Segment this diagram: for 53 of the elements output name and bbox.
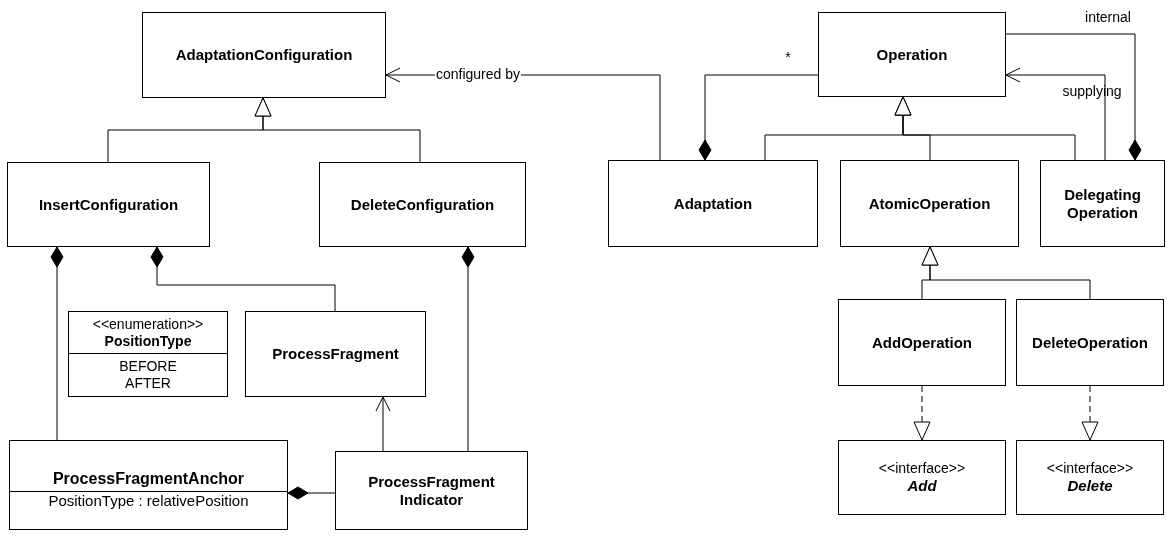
class-name: AddOperation — [871, 333, 973, 352]
composition-line — [50, 246, 64, 441]
attribute: PositionType : relativePosition — [47, 492, 250, 510]
generalization-arrow — [254, 97, 421, 163]
class-name: DeleteOperation — [1031, 333, 1149, 352]
class-name: InsertConfiguration — [37, 195, 180, 214]
stereotype: <<interface>> — [1045, 460, 1135, 477]
interface-name: Delete — [1066, 476, 1114, 495]
multiplicity-label: * — [784, 50, 792, 66]
class-name: PositionType — [103, 332, 193, 350]
composition-line — [150, 246, 336, 312]
class-box — [838, 299, 1006, 386]
edge-label: configured by — [434, 67, 522, 83]
class-name: AdaptationConfiguration — [174, 46, 354, 64]
enumeration-box — [68, 311, 228, 397]
interface-name: Add — [906, 476, 938, 495]
composition-line — [1005, 33, 1142, 161]
composition-line — [287, 486, 336, 500]
composition-line — [698, 74, 819, 161]
class-box — [7, 162, 210, 247]
enum-literal: AFTER — [124, 375, 172, 392]
stereotype: <<enumeration>> — [91, 315, 205, 333]
enum-literal: BEFORE — [118, 358, 178, 375]
interface-box — [838, 440, 1006, 515]
class-box — [142, 12, 386, 98]
edge-label: internal — [1084, 10, 1132, 26]
stereotype: <<interface>> — [877, 460, 967, 477]
class-name: Adaptation — [672, 194, 754, 213]
class-box — [1016, 299, 1164, 386]
edge-label: supplying — [1061, 84, 1123, 100]
class-box — [245, 311, 426, 397]
class-name: AtomicOperation — [867, 194, 992, 213]
class-name: ProcessFragmentAnchor — [51, 468, 246, 488]
class-box — [9, 440, 288, 530]
realization-arrow — [1081, 385, 1099, 441]
class-name: Delegating Operation — [1063, 185, 1142, 222]
generalization-arrow — [921, 246, 1091, 300]
class-name: ProcessFragment — [271, 345, 400, 363]
class-box — [1040, 160, 1165, 247]
class-name: Operation — [875, 45, 949, 64]
generalization-arrow — [894, 96, 1076, 161]
class-name: DeleteConfiguration — [349, 195, 496, 214]
class-box — [335, 451, 528, 530]
realization-arrow — [913, 385, 931, 441]
class-box — [840, 160, 1019, 247]
class-box — [608, 160, 818, 247]
composition-line — [461, 246, 475, 452]
association-arrow — [1005, 67, 1106, 161]
association-arrow — [375, 396, 391, 452]
interface-box — [1016, 440, 1164, 515]
class-name: ProcessFragment Indicator — [367, 472, 496, 509]
class-box — [319, 162, 526, 247]
class-box — [818, 12, 1006, 97]
